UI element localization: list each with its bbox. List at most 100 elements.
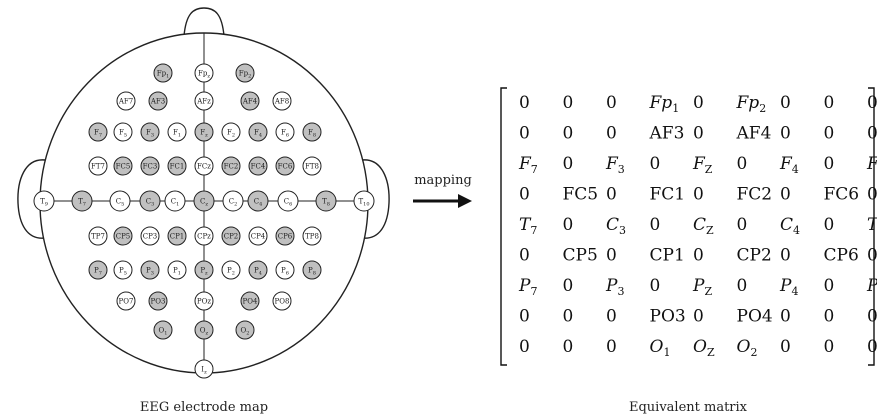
electrode-f3: F3: [140, 122, 160, 142]
electrode-p5: P5: [113, 260, 133, 280]
electrode-label: CP2: [224, 233, 239, 241]
electrode-cp2: CP2: [221, 226, 241, 246]
electrode-label: C1: [171, 198, 180, 208]
electrode-label: Fp2: [239, 70, 252, 80]
electrode-label: FC4: [251, 163, 266, 171]
matrix-cell: 0: [867, 93, 877, 113]
electrode-label: FC6: [278, 163, 293, 171]
electrode-p1: P1: [167, 260, 187, 280]
matrix-cell: P4: [779, 276, 798, 298]
electrode-fz: Fz: [194, 122, 214, 142]
matrix-cell: 0: [737, 215, 748, 235]
matrix-cell: P8: [866, 276, 877, 298]
electrode-o1: O1: [153, 320, 173, 340]
matrix-cell: 0: [824, 93, 835, 113]
electrode-af7: AF7: [116, 91, 136, 111]
electrode-t7: T7: [71, 190, 93, 212]
matrix-cell: 0: [519, 93, 530, 113]
matrix-cell: Fp2: [736, 93, 767, 115]
electrode-fp1: Fp1: [153, 63, 173, 83]
electrode-afz: AFz: [194, 91, 214, 111]
matrix-cell: 0: [824, 307, 835, 327]
matrix-cell: 0: [650, 276, 661, 296]
matrix-cell: 0: [824, 154, 835, 174]
matrix-cell: FC2: [737, 185, 773, 205]
matrix-cell: 0: [519, 246, 530, 266]
matrix-cell: 0: [693, 124, 704, 144]
electrode-label: C5: [116, 198, 125, 208]
matrix-cell: 0: [780, 93, 791, 113]
electrode-label: FC2: [224, 163, 239, 171]
matrix-cell: 0: [563, 276, 574, 296]
electrode-label: P8: [308, 267, 316, 277]
electrode-label: Cz: [200, 198, 208, 208]
matrix-cell: F7: [518, 154, 538, 176]
electrode-label: T10: [358, 198, 369, 208]
electrode-cp1: CP1: [167, 226, 187, 246]
electrode-oz: Oz: [194, 320, 214, 340]
electrode-label: CP1: [170, 233, 185, 241]
matrix-cell: 0: [780, 124, 791, 144]
matrix-cell: 0: [693, 93, 704, 113]
matrix-cells: 000Fp10Fp2000000AF30AF4000F70F30FZ0F40F8…: [518, 93, 877, 359]
electrode-f8: F8: [302, 122, 322, 142]
matrix-cell: 0: [606, 185, 617, 205]
matrix-cell: 0: [563, 124, 574, 144]
electrode-label: F1: [173, 129, 181, 139]
electrode-po8: PO8: [272, 291, 292, 311]
matrix-cell: T7: [519, 215, 537, 237]
electrode-fc2: FC2: [221, 156, 241, 176]
matrix-cell: 0: [606, 124, 617, 144]
electrode-label: FCz: [197, 163, 211, 171]
electrode-fcz: FCz: [194, 156, 214, 176]
electrode-po7: PO7: [116, 291, 136, 311]
matrix-cell: FC6: [824, 185, 860, 205]
electrode-iz: Iz: [194, 359, 214, 379]
matrix-cell: 0: [824, 215, 835, 235]
matrix-cell: 0: [563, 215, 574, 235]
electrode-c4: C4: [247, 190, 269, 212]
electrode-af3: AF3: [148, 91, 168, 111]
matrix-cell: F3: [605, 154, 625, 176]
right-ear-outline: [361, 159, 390, 239]
electrode-label: PO3: [151, 298, 166, 306]
matrix-cell: F4: [779, 154, 799, 176]
electrode-label: P4: [254, 267, 262, 277]
electrode-fpz: Fpz: [194, 63, 214, 83]
matrix-cell: 0: [519, 307, 530, 327]
electrode-label: FT8: [305, 163, 319, 171]
electrode-label: T9: [40, 198, 48, 208]
mapping-arrow-group: mapping: [413, 173, 472, 208]
electrode-label: F4: [254, 129, 262, 139]
matrix-cell: 0: [606, 93, 617, 113]
electrode-label: C4: [254, 198, 263, 208]
equivalent-matrix: 000Fp10Fp2000000AF30AF4000F70F30FZ0F40F8…: [500, 87, 877, 366]
electrode-label: F6: [281, 129, 289, 139]
electrode-label: O2: [241, 327, 250, 337]
electrode-label: FC5: [116, 163, 131, 171]
matrix-cell: CP1: [650, 246, 685, 266]
matrix-cell: 0: [737, 276, 748, 296]
matrix-cell: FC1: [650, 185, 686, 205]
electrode-label: AF8: [274, 98, 289, 106]
electrode-pz: Pz: [194, 260, 214, 280]
electrode-label: P3: [146, 267, 154, 277]
matrix-cell: PO4: [737, 307, 773, 327]
electrode-label: AFz: [196, 98, 211, 106]
electrode-label: P5: [119, 267, 127, 277]
electrode-label: F3: [146, 129, 154, 139]
electrode-f6: F6: [275, 122, 295, 142]
electrode-f7: F7: [88, 122, 108, 142]
electrode-label: Fpz: [198, 70, 210, 80]
electrode-label: O1: [159, 327, 168, 337]
matrix-cell: OZ: [693, 337, 715, 359]
electrode-label: C2: [229, 198, 238, 208]
electrode-po3: PO3: [148, 291, 168, 311]
matrix-cell: CZ: [693, 215, 714, 237]
matrix-cell: 0: [606, 246, 617, 266]
electrode-poz: POz: [194, 291, 214, 311]
matrix-cell: 0: [563, 154, 574, 174]
electrode-label: P7: [94, 267, 102, 277]
matrix-cell: 0: [563, 93, 574, 113]
electrode-cz: Cz: [193, 190, 215, 212]
